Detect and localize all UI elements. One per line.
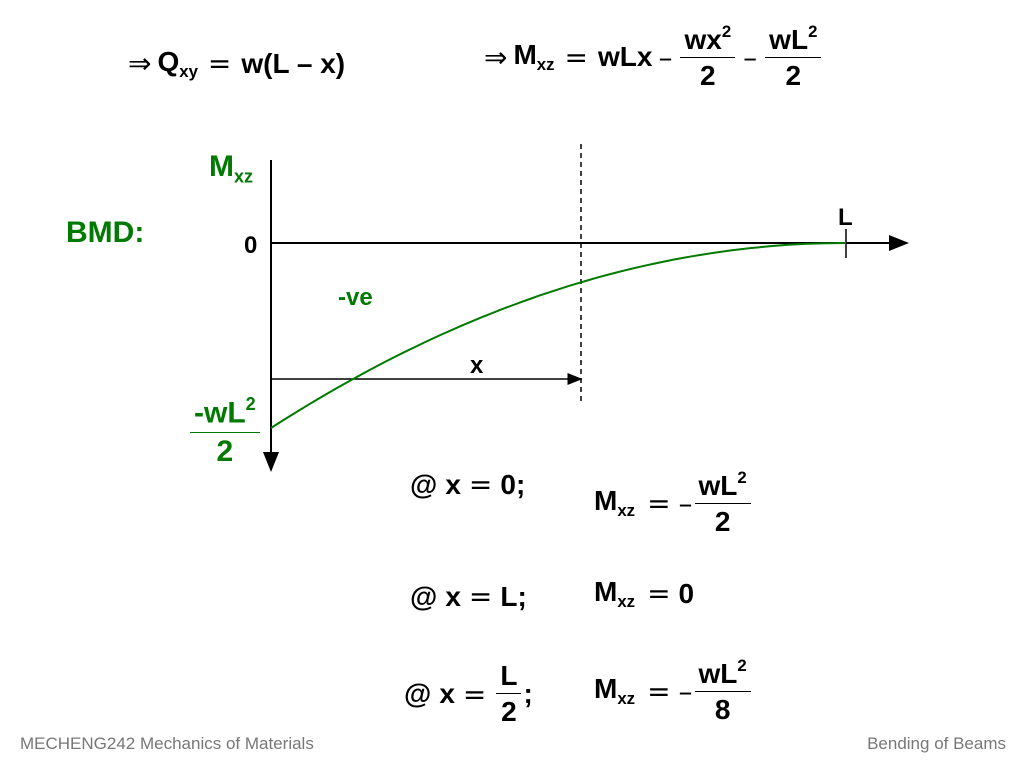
- minus-sign: –: [658, 40, 673, 74]
- bmd-title: BMD:: [66, 216, 145, 249]
- fraction-wx2-over-2: wx2 2: [680, 22, 736, 92]
- equals-sign: =: [647, 486, 671, 520]
- equals-sign: =: [647, 674, 671, 708]
- minus-sign: –: [678, 674, 693, 708]
- at-symbol: @: [404, 678, 432, 710]
- implies-symbol: ⇒: [128, 47, 152, 81]
- moment-result-x-zero: Mxz = – wL2 2: [594, 468, 753, 538]
- moment-symbol: Mxz: [513, 39, 555, 74]
- shear-force-equation: ⇒ Qxy = w(L – x): [128, 46, 345, 82]
- equals-sign: =: [647, 577, 671, 611]
- minus-sign: –: [743, 40, 758, 74]
- condition-row-x-zero: @ x = 0;: [410, 468, 526, 501]
- equals-sign: =: [462, 677, 487, 711]
- footer-topic-title: Bending of Beams: [867, 734, 1006, 753]
- moment-term-wlx: wLx: [598, 41, 653, 73]
- equals-sign: =: [207, 47, 232, 81]
- moment-value: 0: [678, 577, 695, 609]
- moment-symbol: Mxz: [594, 576, 636, 611]
- negative-region-label: -ve: [338, 284, 373, 311]
- fraction-wl2-over-8: wL2 8: [694, 656, 751, 726]
- equals-sign: =: [468, 580, 493, 613]
- shear-symbol: Qxy: [157, 46, 198, 81]
- fraction-wl2-over-2: wL2 2: [765, 22, 822, 92]
- condition-variable: x: [439, 678, 455, 710]
- fraction-L-over-2: L 2: [496, 660, 522, 728]
- min-moment-label: -wL2 2: [190, 394, 260, 470]
- condition-variable: x: [445, 468, 461, 500]
- moment-result-x-half-L: Mxz = – wL2 8: [594, 656, 753, 726]
- moment-result-x-L: Mxz = 0: [594, 576, 694, 612]
- bending-moment-equation: ⇒ Mxz = wLx – wx2 2 – wL2 2: [484, 22, 823, 92]
- condition-value: 0: [500, 468, 516, 500]
- minus-sign: –: [678, 486, 693, 520]
- condition-row-x-L: @ x = L;: [410, 580, 527, 613]
- length-label: L: [838, 204, 853, 231]
- condition-variable: x: [445, 580, 461, 612]
- moment-symbol: Mxz: [594, 673, 636, 708]
- equals-sign: =: [468, 468, 493, 501]
- bending-moment-curve: [270, 242, 847, 429]
- shear-rhs: w(L – x): [241, 47, 346, 79]
- moment-symbol: Mxz: [594, 485, 636, 520]
- at-symbol: @: [410, 468, 438, 500]
- moment-axis-label: Mxz: [209, 150, 254, 187]
- condition-value: L: [500, 580, 518, 612]
- fraction-wl2-over-2: wL2 2: [694, 468, 751, 538]
- equals-sign: =: [564, 40, 588, 74]
- x-dimension-label: x: [470, 352, 484, 379]
- condition-row-x-half-L: @ x = L 2 ;: [404, 660, 533, 728]
- zero-label: 0: [244, 232, 258, 259]
- at-symbol: @: [410, 580, 438, 612]
- implies-symbol: ⇒: [484, 40, 508, 74]
- footer-course-title: MECHENG242 Mechanics of Materials: [20, 734, 314, 753]
